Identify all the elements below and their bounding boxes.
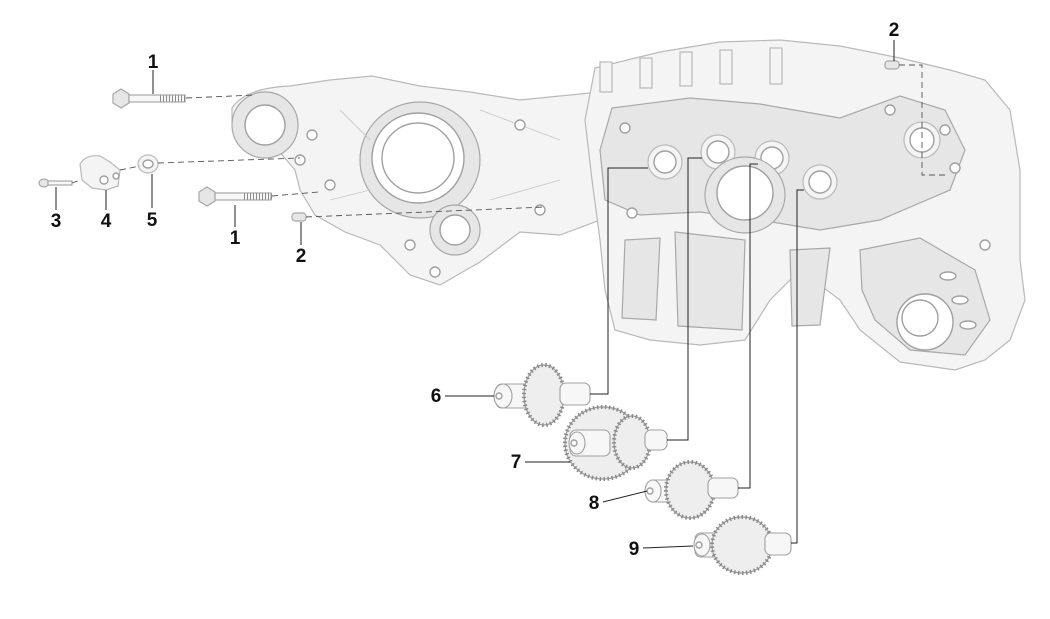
callout-label-4: 4 bbox=[101, 211, 112, 232]
bolt-part-1-lower bbox=[198, 186, 272, 207]
callout-label-1-lower: 1 bbox=[230, 228, 241, 249]
callout-label-3: 3 bbox=[51, 211, 62, 232]
callout-label-6: 6 bbox=[431, 386, 442, 407]
washer-part-5 bbox=[137, 154, 159, 174]
callout-label-2-lower: 2 bbox=[296, 246, 307, 267]
bolt-part-1-upper bbox=[112, 88, 186, 109]
leader-lines bbox=[55, 40, 895, 549]
crankcase-housing bbox=[231, 39, 1026, 371]
gear-shaft-part-6 bbox=[493, 363, 591, 427]
callout-label-7: 7 bbox=[511, 452, 522, 473]
callout-label-1-upper: 1 bbox=[148, 52, 159, 73]
assembly-lines bbox=[71, 64, 945, 218]
gear-shaft-part-9 bbox=[693, 515, 792, 575]
dowel-pin-part-2-left bbox=[291, 212, 307, 222]
screw-part-3 bbox=[38, 178, 73, 188]
callout-label-2-top: 2 bbox=[889, 20, 900, 41]
gear-shaft-part-7 bbox=[563, 405, 668, 481]
callout-label-5: 5 bbox=[147, 210, 158, 231]
callout-label-9: 9 bbox=[629, 539, 640, 560]
bracket-part-4 bbox=[79, 155, 121, 191]
gear-shaft-part-8 bbox=[644, 460, 739, 520]
dowel-pin-part-2-right bbox=[884, 60, 900, 70]
callout-label-8: 8 bbox=[589, 493, 600, 514]
